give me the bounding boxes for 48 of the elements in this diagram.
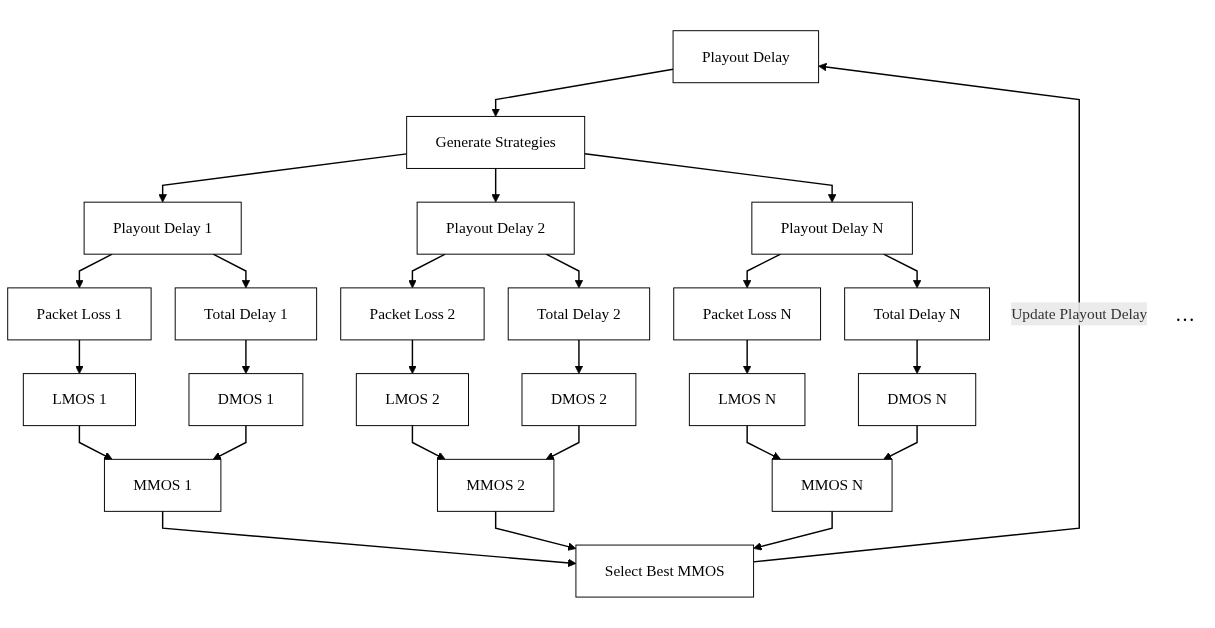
node-box: MMOS 1	[103, 458, 222, 512]
node-box: DMOS 1	[188, 373, 304, 427]
arrow	[494, 510, 577, 551]
node-box: Generate Strategies	[406, 116, 586, 170]
node-box: DMOS N	[857, 373, 977, 427]
node-box: Playout Delay 2	[416, 201, 575, 255]
arrow	[753, 510, 833, 551]
arrow	[912, 339, 922, 375]
arrow	[545, 425, 580, 460]
node-box: Total Delay N	[844, 287, 990, 341]
node-box: Packet Loss 1	[7, 287, 152, 341]
arrow	[408, 339, 417, 375]
arrow	[491, 68, 674, 117]
arrow	[241, 339, 251, 375]
arrow	[883, 425, 918, 460]
node-box: LMOS N	[688, 373, 806, 427]
node-box: Playout Delay N	[751, 201, 913, 255]
arrow	[78, 425, 113, 460]
node-box: Packet Loss N	[673, 287, 822, 341]
arrow	[752, 62, 1080, 563]
node-box: Playout Delay	[672, 30, 820, 84]
arrow	[212, 253, 251, 289]
node-box: Total Delay 1	[174, 287, 318, 341]
arrow	[742, 339, 752, 375]
arrow	[746, 425, 781, 460]
arrow	[75, 339, 84, 375]
arrow	[75, 253, 113, 289]
node-box: Total Delay 2	[507, 287, 651, 341]
arrow	[574, 339, 584, 375]
node-box: Select Best MMOS	[575, 544, 755, 598]
node-box: LMOS 2	[355, 373, 469, 427]
arrow	[161, 510, 577, 568]
node-box: LMOS 1	[22, 373, 136, 427]
node-box: Playout Delay 1	[83, 201, 242, 255]
arrow	[742, 253, 782, 289]
edge-label: Update Playout Delay	[1011, 305, 1148, 322]
arrow	[411, 425, 446, 460]
arrow	[158, 153, 408, 203]
arrow	[583, 153, 837, 203]
arrow	[491, 167, 500, 203]
arrow	[408, 253, 446, 289]
node-box: DMOS 2	[521, 373, 637, 427]
node-box: MMOS 2	[436, 458, 555, 512]
arrow	[212, 425, 247, 460]
arrow	[545, 253, 584, 289]
node-box: Packet Loss 2	[340, 287, 485, 341]
ellipsis-label: …	[1174, 302, 1196, 326]
node-box: MMOS N	[771, 458, 893, 512]
